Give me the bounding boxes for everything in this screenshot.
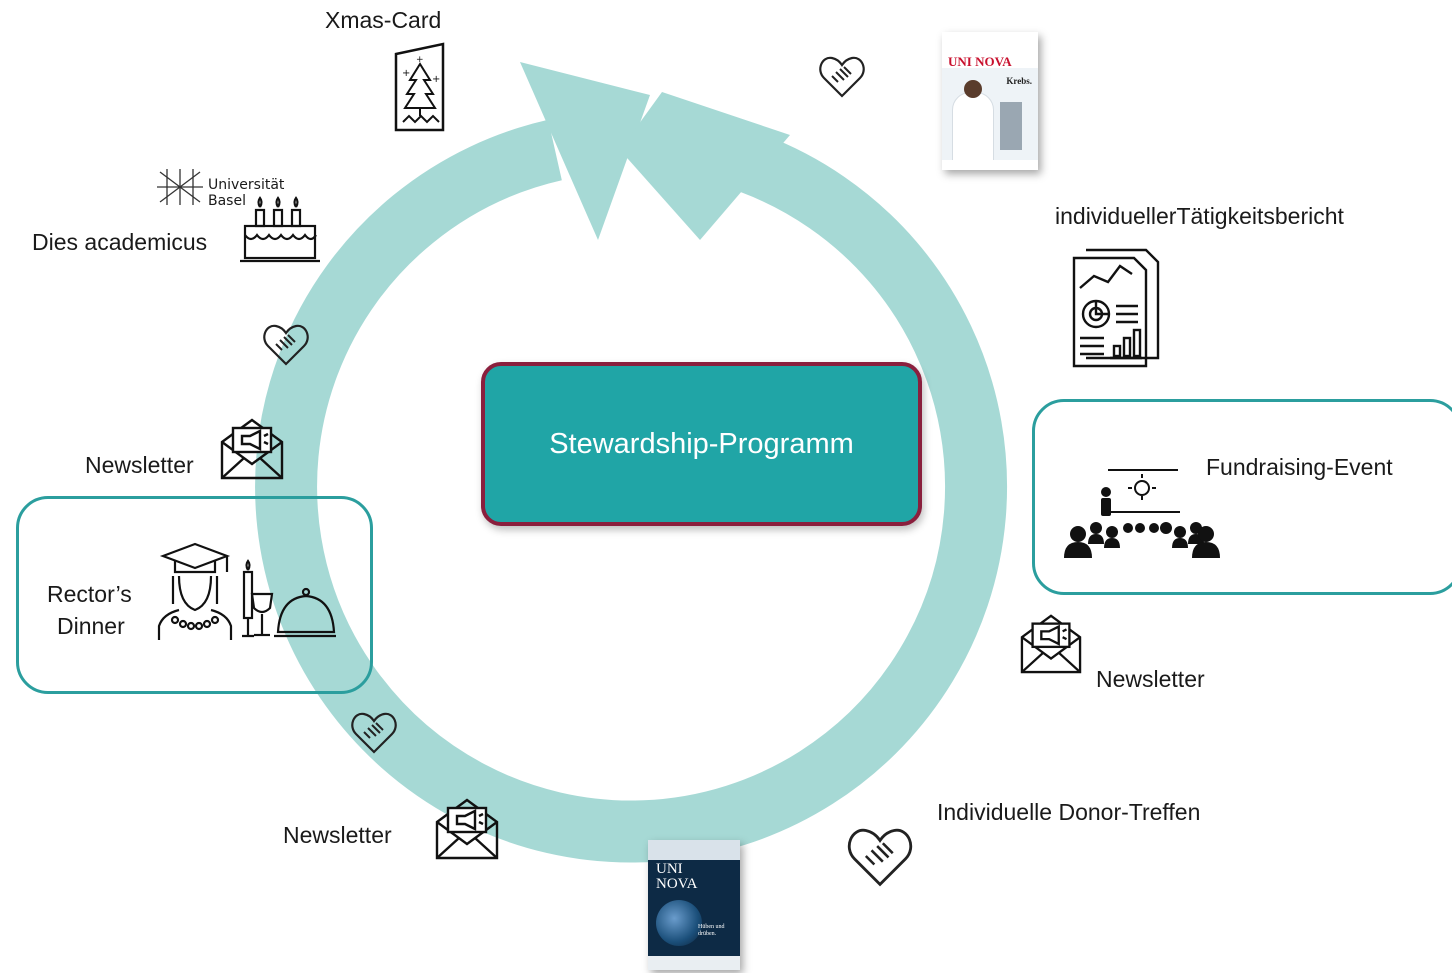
- magazine-headline: Krebs.: [1006, 76, 1032, 86]
- university-logo-text-line2: Basel: [208, 193, 246, 209]
- rector-dinner-label-line1: Rector’s: [47, 581, 132, 607]
- conference-audience-icon: [1064, 469, 1220, 558]
- center-title: Stewardship-Programm: [549, 427, 854, 460]
- magazine-brand-a: UNI: [656, 861, 683, 877]
- svg-text:+: +: [416, 55, 424, 65]
- magazine-brand-b: NOVA: [975, 54, 1012, 69]
- activity-report-icon: [1072, 248, 1160, 368]
- graduate-icon: [157, 542, 233, 640]
- rector-dinner-frame: [16, 496, 373, 694]
- birthday-cake-icon: [240, 196, 320, 263]
- svg-text:+: +: [402, 68, 410, 79]
- dinner-icon: [242, 559, 336, 638]
- handshake-heart-icon: [847, 829, 913, 887]
- magazine-brand-b: NOVA: [656, 876, 698, 892]
- svg-text:+: +: [432, 74, 440, 85]
- activity-report-label: individuellerTätigkeitsbericht: [1055, 203, 1344, 229]
- newsletter-left-label: Newsletter: [85, 452, 194, 478]
- fundraising-event-label: Fundraising-Event: [1206, 454, 1393, 480]
- university-basel-logo-icon: [157, 169, 203, 205]
- newsletter-right-label: Newsletter: [1096, 666, 1205, 692]
- xmas-card-icon: + + +: [394, 42, 445, 132]
- rector-dinner-label-line2: Dinner: [57, 613, 125, 639]
- xmas-card-label: Xmas-Card: [325, 7, 442, 33]
- newsletter-envelope-icon: [1020, 614, 1082, 674]
- newsletter-bottom-label: Newsletter: [283, 822, 392, 848]
- university-logo-text-line1: Universität: [208, 177, 285, 193]
- stewardship-program-box: Stewardship-Programm: [481, 362, 922, 526]
- handshake-heart-icon: [263, 324, 309, 366]
- uninova-magazine-cover-bottom: UNI NOVA Hüben und drüben.: [648, 840, 740, 970]
- handshake-heart-icon: [819, 56, 865, 98]
- magazine-headline: Hüben und drüben.: [698, 924, 725, 937]
- dies-academicus-label: Dies academicus: [32, 229, 208, 255]
- magazine-brand-a: UNI: [948, 54, 972, 69]
- uninova-magazine-cover-top: UNI NOVA Krebs.: [942, 32, 1038, 170]
- donor-meeting-label: Individuelle Donor-Treffen: [937, 799, 1201, 825]
- newsletter-envelope-icon: [220, 418, 284, 480]
- newsletter-envelope-icon: [435, 798, 499, 860]
- handshake-heart-icon: [351, 712, 397, 754]
- fundraising-event-frame: [1032, 399, 1452, 595]
